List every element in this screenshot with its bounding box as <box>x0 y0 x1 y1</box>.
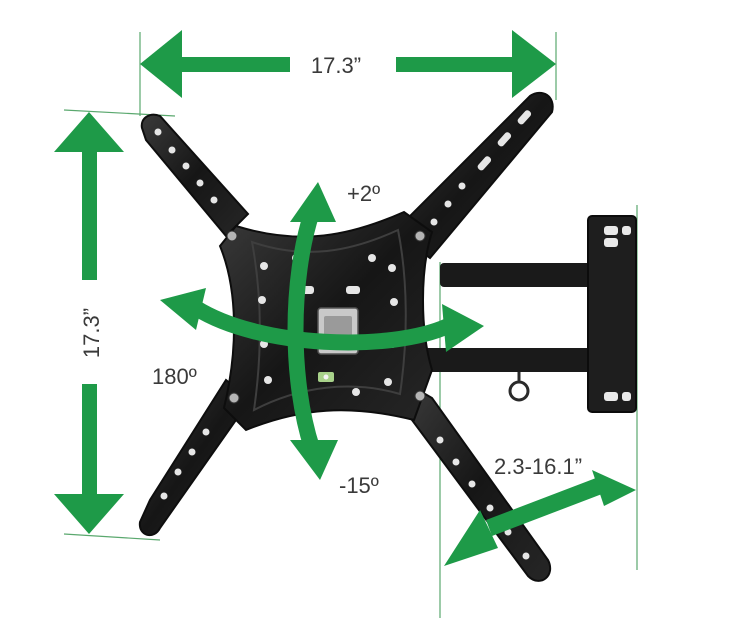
swivel-label: 180º <box>152 364 197 389</box>
wall-slot-4 <box>604 392 618 401</box>
arm-holes <box>154 110 532 560</box>
vesa-arms <box>138 91 554 582</box>
height-arrow-head-bottom <box>54 494 124 534</box>
width-label: 17.3” <box>311 53 361 78</box>
arm-bottom-right <box>406 382 551 582</box>
cable-ring <box>508 380 530 402</box>
wall-slot-2 <box>622 226 631 235</box>
width-arrow-shaft-right <box>396 57 514 72</box>
arm-bottom-left <box>138 378 252 537</box>
bolts <box>226 230 426 404</box>
vesa-plate-inner-rim <box>250 228 407 412</box>
width-arrow-shaft-left <box>180 57 290 72</box>
wall-slot-5 <box>622 392 631 401</box>
width-arrow-head-left <box>140 30 182 98</box>
extension-arrow-head-left <box>444 510 498 566</box>
wall-slot-3 <box>604 238 618 247</box>
width-arrow <box>140 30 556 98</box>
swivel-arrow <box>160 288 484 352</box>
width-arrow-head-right <box>512 30 556 98</box>
height-arrow-head-top <box>54 112 124 152</box>
swivel-arrow-head-right <box>442 304 484 352</box>
height-guide-bottom <box>63 533 161 541</box>
tilt-down-label: -15º <box>339 473 379 498</box>
height-arrow <box>54 112 124 534</box>
wall-plate-body <box>587 215 637 413</box>
tilt-arrow-head-up <box>290 182 336 222</box>
tilt-arrow <box>287 182 338 480</box>
extension-label: 2.3-16.1” <box>494 454 582 479</box>
tilt-up-label: +2º <box>347 181 380 206</box>
lower-arm <box>420 348 610 372</box>
height-label: 17.3” <box>79 308 104 358</box>
extension-arrow-head-right <box>592 470 636 506</box>
tilt-arrow-arc <box>287 209 320 451</box>
swivel-arrow-head-left <box>160 288 206 330</box>
extension-arrow <box>444 470 636 566</box>
height-arrow-shaft-top <box>82 150 97 280</box>
tilt-arrow-head-down <box>290 440 338 480</box>
upper-arm <box>440 263 610 287</box>
height-arrow-shaft-bottom <box>82 384 97 496</box>
extension-arrow-shaft <box>486 478 602 536</box>
wall-slot-1 <box>604 226 618 235</box>
wall-plate <box>587 215 637 413</box>
swivel-arrow-arc <box>191 301 452 351</box>
